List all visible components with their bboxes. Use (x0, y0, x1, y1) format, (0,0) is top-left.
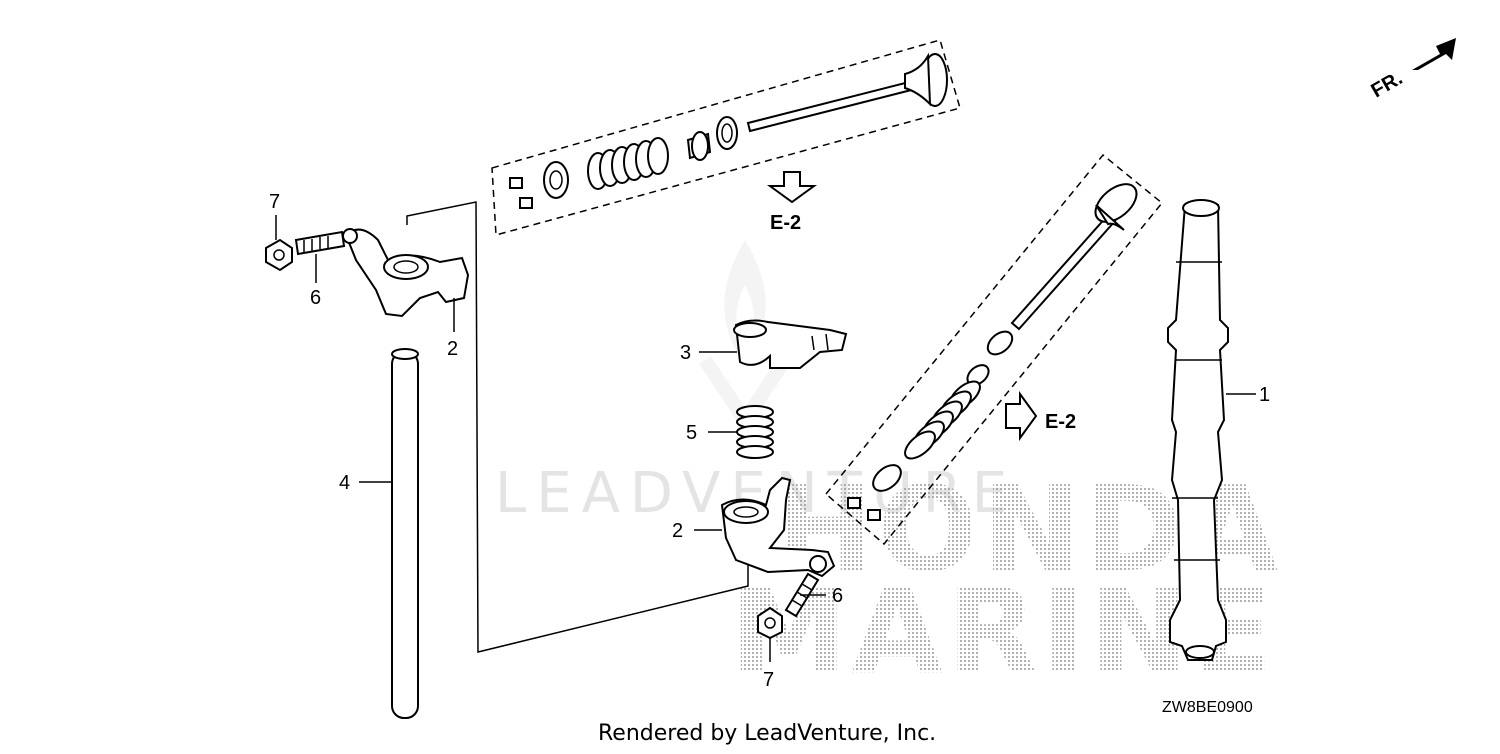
valve-cotter-top-1 (509, 177, 523, 189)
valve-spring-right (904, 380, 981, 460)
valve-assembly-top (491, 39, 961, 236)
front-direction-label: FR. (1368, 67, 1407, 102)
valve-assembly-right (824, 153, 1164, 546)
valve-spring-top (587, 137, 669, 190)
callout-3: 3 (680, 342, 691, 364)
callout-6-lower: 6 (832, 585, 843, 607)
callout-6-left: 6 (310, 287, 321, 309)
lock-nut-lower (757, 606, 783, 640)
footer-credit: Rendered by LeadVenture, Inc. (598, 721, 936, 746)
callout-2-left: 2 (447, 338, 458, 360)
front-direction-indicator: FR. (1368, 38, 1456, 102)
ref-label-right: E-2 (1045, 411, 1076, 433)
valve-stem-top (746, 76, 929, 133)
leader-lines (275, 215, 1256, 662)
valve-cotter-right-1 (847, 497, 861, 509)
callout-2-lower: 2 (672, 520, 683, 542)
drawing-code: ZW8BE0900 (1162, 699, 1253, 716)
rocker-spring-part-5 (736, 405, 774, 459)
callout-1: 1 (1259, 384, 1270, 406)
spring-retainer-right (872, 464, 902, 492)
rocker-holder-part-3 (733, 319, 848, 369)
valve-cotter-top-2 (519, 197, 533, 209)
rocker-arm-lower (720, 476, 836, 578)
rocker-arm-left (342, 228, 470, 318)
valve-assembly-right-box (824, 153, 1164, 546)
lock-nut-left (265, 238, 293, 272)
front-direction-arrow-icon (1412, 38, 1456, 70)
push-rod-part-4 (391, 348, 419, 719)
ref-arrow-right-icon (1005, 390, 1038, 442)
callout-7-lower: 7 (763, 669, 774, 691)
ref-arrow-top-icon (766, 171, 818, 204)
adjuster-screw-left (294, 230, 346, 256)
callout-7-left: 7 (269, 191, 280, 213)
valve-seal-top (716, 116, 738, 150)
spring-retainer-top (543, 161, 569, 199)
valve-cotter-right-2 (867, 509, 881, 521)
callout-5: 5 (686, 422, 697, 444)
valve-seal-right (986, 330, 1014, 356)
valve-stem-right (1010, 213, 1117, 331)
ref-label-top: E-2 (770, 212, 801, 234)
callout-4: 4 (339, 472, 350, 494)
camshaft-part-1 (1167, 199, 1229, 661)
assembly-bracket-line (406, 201, 749, 653)
